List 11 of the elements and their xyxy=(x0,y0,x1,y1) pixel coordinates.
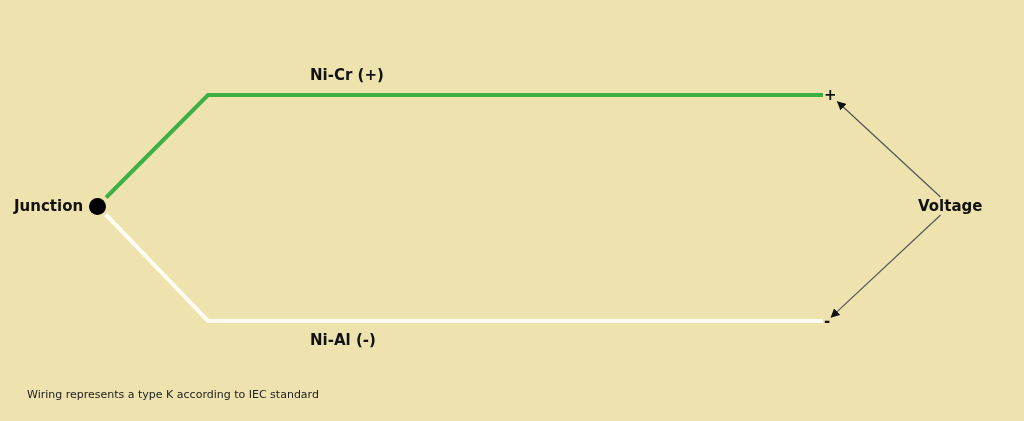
note: Wiring represents a type K according to IEC standard xyxy=(27,388,319,401)
terminal-label: + xyxy=(824,86,837,104)
wire xyxy=(104,93,823,199)
arrow xyxy=(830,214,942,318)
arrow xyxy=(836,101,942,198)
terminal-label: - xyxy=(824,312,831,330)
junction-label: Junction xyxy=(14,197,84,215)
wire xyxy=(104,213,823,323)
wire-label: Ni-Al (-) xyxy=(310,331,376,349)
voltage-label: Voltage xyxy=(918,197,983,215)
wire-label: Ni-Cr (+) xyxy=(310,66,384,84)
